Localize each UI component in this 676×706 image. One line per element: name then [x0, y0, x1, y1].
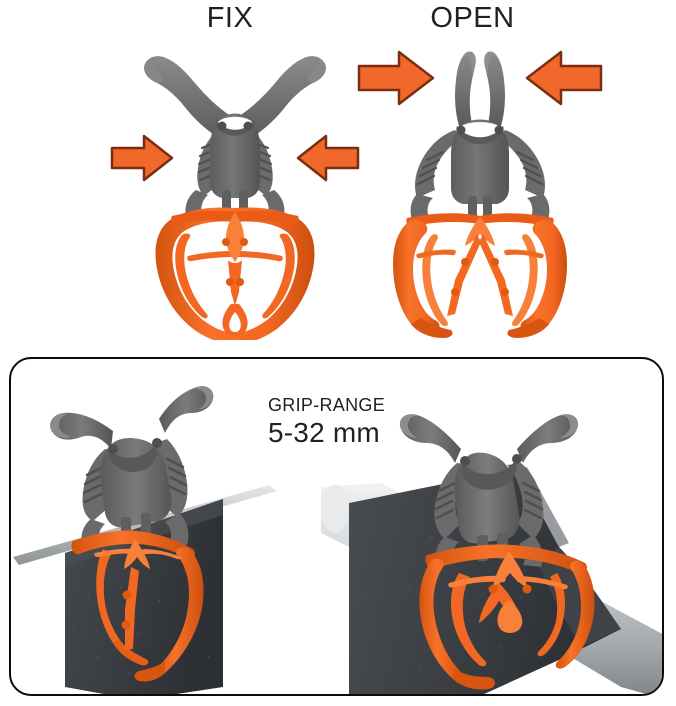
clamp-gray-right [399, 414, 579, 567]
arrow-right-fix [296, 134, 360, 182]
scene-thin-rail [13, 386, 277, 694]
grip-range-value: 5-32 mm [268, 416, 380, 448]
clamp-illustration-fix [110, 30, 360, 340]
grip-range-callout: GRIP-RANGE 5-32 mm [268, 396, 438, 449]
grip-range-panel [9, 357, 664, 696]
states-section: FIX OPEN [0, 0, 676, 345]
orange-jaws-open [393, 213, 567, 338]
gray-handle-open [410, 51, 550, 220]
grip-range-label: GRIP-RANGE [268, 395, 386, 415]
arrow-left-open [357, 50, 435, 106]
state-title-open: OPEN [430, 2, 515, 34]
clamp-illustration-open [355, 30, 605, 340]
clamp-orange-right [419, 544, 595, 690]
state-title-fix: FIX [206, 2, 254, 34]
arrow-right-open [525, 50, 603, 106]
orange-jaws-fix [155, 207, 315, 340]
clamp-orange-left [71, 530, 204, 682]
scene-thick-pole [321, 414, 662, 694]
gray-handle-fix [144, 56, 326, 216]
arrow-left-fix [110, 134, 174, 182]
